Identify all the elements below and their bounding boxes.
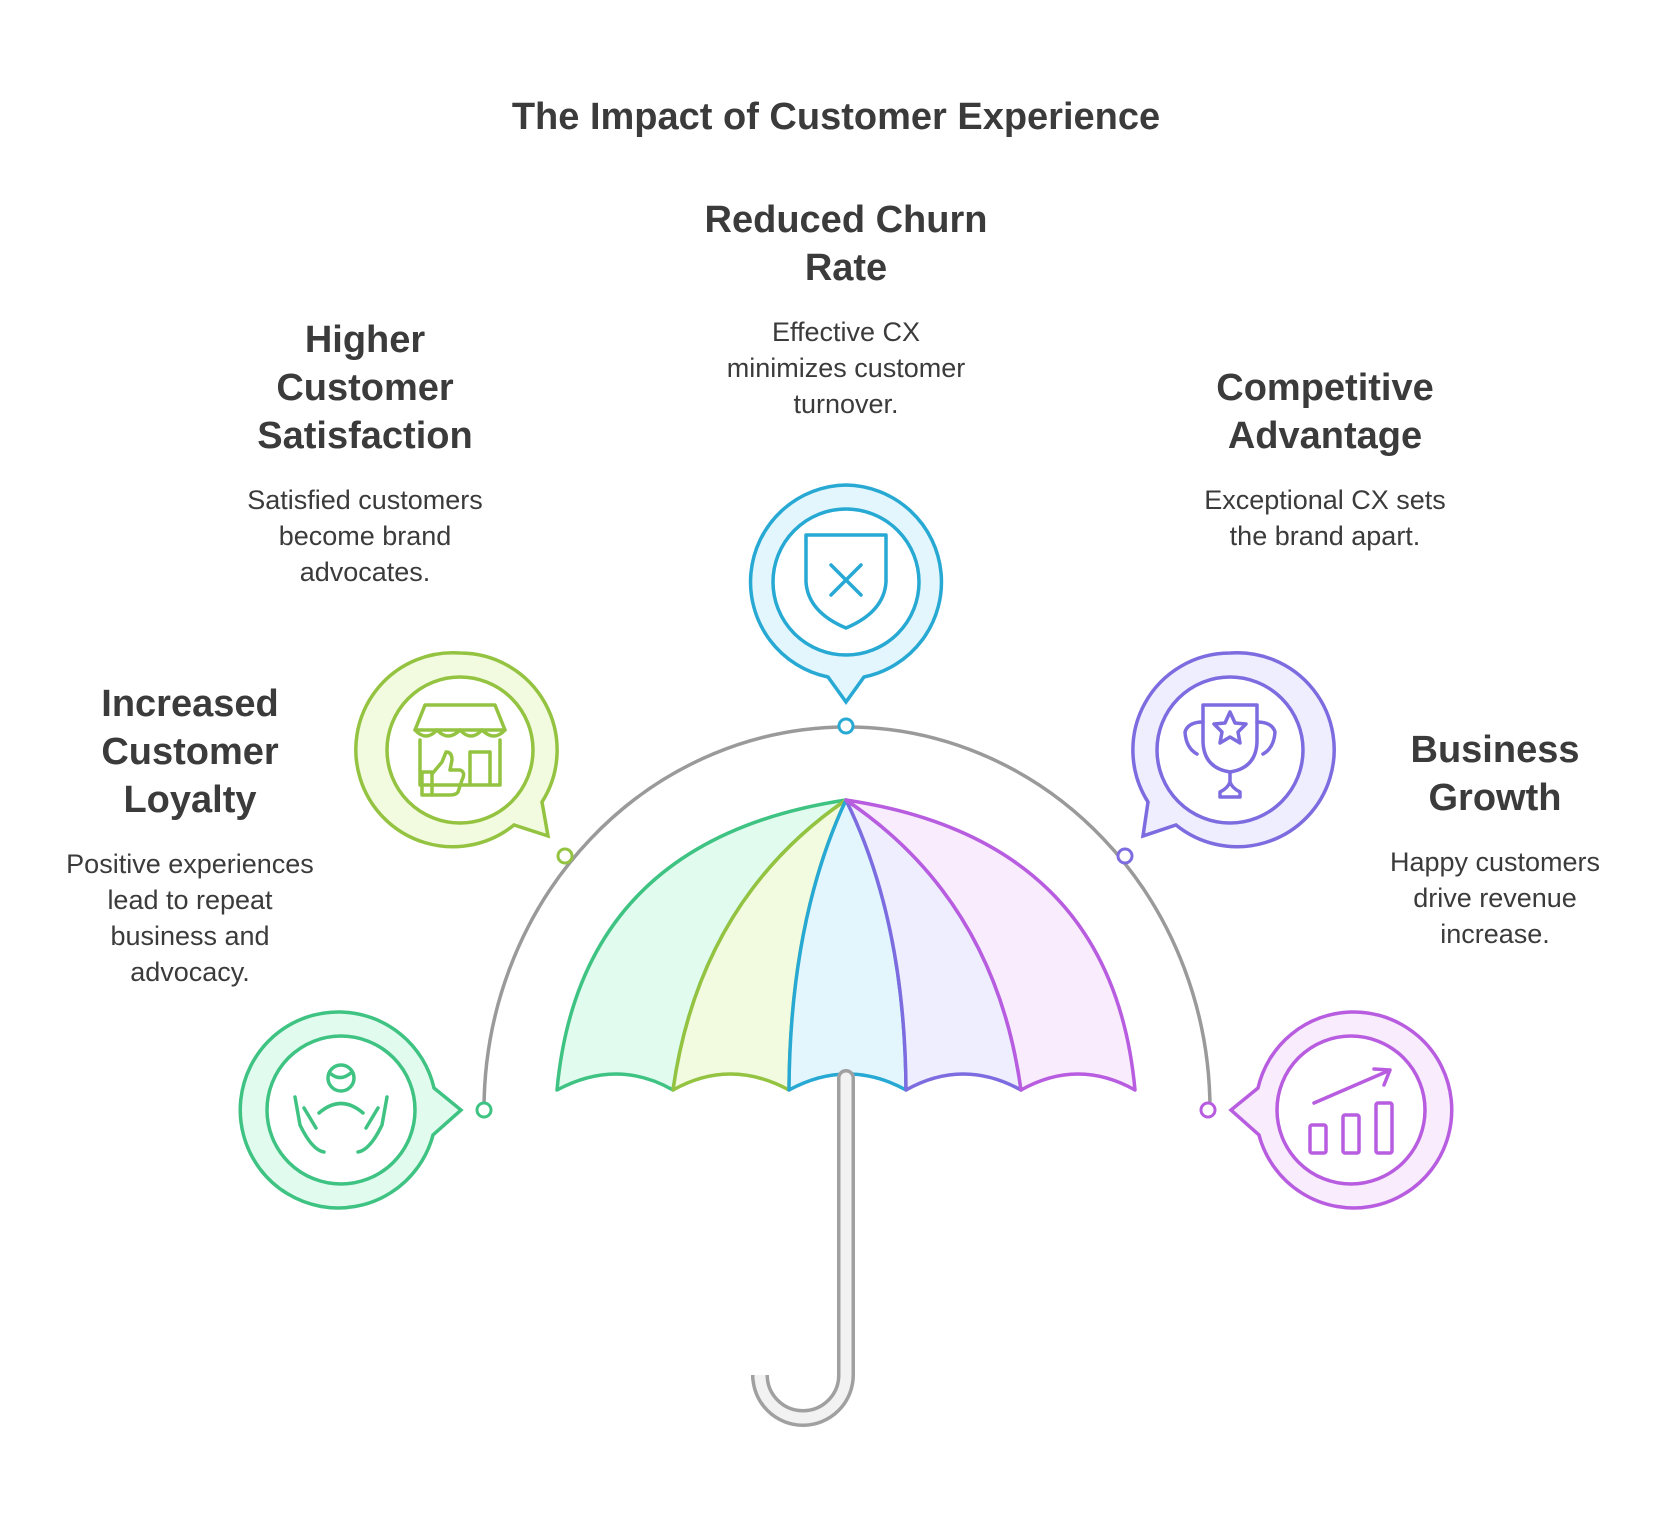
item-satisfaction: Higher Customer Satisfaction Satisfied c… bbox=[215, 316, 515, 590]
item-growth-heading: Business Growth bbox=[1410, 729, 1580, 819]
bubble-growth bbox=[1228, 1010, 1454, 1210]
store-thumbs-up-icon bbox=[413, 703, 507, 797]
item-growth-description: Happy customers drive revenue increase. bbox=[1389, 847, 1601, 949]
item-advantage-description: Exceptional CX sets the brand apart. bbox=[1204, 485, 1446, 551]
arc-dot-loyalty bbox=[475, 1101, 493, 1119]
bubble-advantage bbox=[1131, 650, 1336, 849]
item-advantage-heading: Competitive Advantage bbox=[1216, 367, 1434, 457]
hands-person-icon bbox=[293, 1063, 389, 1154]
bar-chart-growth-icon bbox=[1308, 1067, 1394, 1155]
item-advantage: Competitive Advantage Exceptional CX set… bbox=[1165, 364, 1485, 554]
shield-x-icon bbox=[804, 533, 888, 630]
item-churn: Reduced Churn Rate Effective CX minimize… bbox=[681, 196, 1011, 422]
arc-dot-satisfaction bbox=[556, 847, 574, 865]
bubble-satisfaction bbox=[354, 650, 559, 849]
trophy-star-icon bbox=[1183, 703, 1277, 799]
item-loyalty-description: Positive experiences lead to repeat busi… bbox=[66, 849, 314, 987]
item-satisfaction-heading: Higher Customer Satisfaction bbox=[257, 319, 473, 457]
arc-dot-growth bbox=[1199, 1101, 1217, 1119]
bubble-loyalty bbox=[238, 1010, 464, 1210]
item-loyalty-heading: Increased Customer Loyalty bbox=[101, 683, 279, 821]
item-churn-heading: Reduced Churn Rate bbox=[704, 199, 988, 289]
arc-dot-advantage bbox=[1116, 847, 1134, 865]
item-loyalty: Increased Customer Loyalty Positive expe… bbox=[40, 680, 340, 990]
canopy-panel-5 bbox=[844, 798, 1137, 1092]
diagram-title: The Impact of Customer Experience bbox=[511, 96, 1161, 138]
item-growth: Business Growth Happy customers drive re… bbox=[1355, 726, 1635, 952]
bubble-churn bbox=[748, 483, 944, 705]
item-churn-description: Effective CX minimizes customer turnover… bbox=[726, 317, 966, 419]
umbrella-handle-fill bbox=[754, 1072, 852, 1424]
item-satisfaction-description: Satisfied customers become brand advocat… bbox=[247, 485, 483, 587]
umbrella-handle-outline bbox=[751, 1069, 855, 1427]
arc-dot-churn bbox=[837, 717, 855, 735]
umbrella-canopy bbox=[555, 798, 1137, 1092]
